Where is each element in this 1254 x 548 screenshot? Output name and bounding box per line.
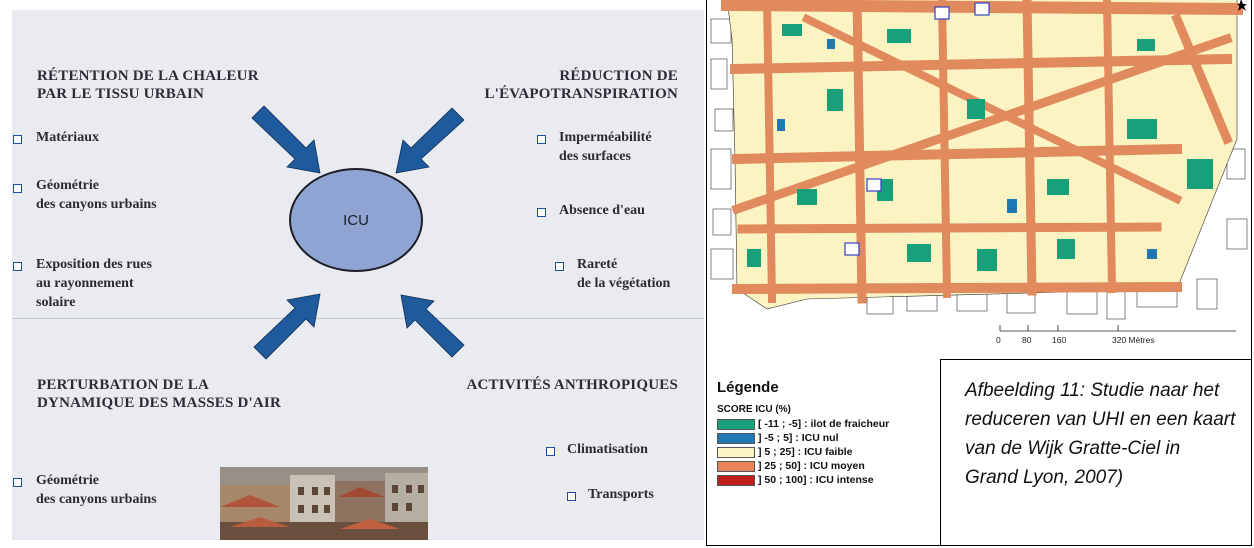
legend-item: ] -5 ; 5] : ICU nul: [717, 431, 889, 445]
arrows-layer: [251, 105, 465, 360]
map-legend: Légende SCORE ICU (%) [ -11 ; -5] : ilot…: [717, 379, 889, 487]
caption-line: reduceren van UHI en een kaart: [965, 409, 1236, 430]
item-line: Géométrie: [36, 473, 99, 488]
icu-map-panel: 0 80 160 320 Mètres Légende SCORE ICU (%…: [704, 0, 1254, 548]
legend-item: ] 5 ; 25] : ICU faible: [717, 445, 889, 459]
item-rarete: Rareté de la végétation: [577, 255, 670, 293]
legend-swatch: [717, 474, 755, 486]
item-materiaux: Matériaux: [36, 128, 99, 147]
scale-tick: 320 Mètres: [1112, 335, 1155, 345]
header-air-masses: PERTURBATION DE LA DYNAMIQUE DES MASSES …: [37, 376, 281, 412]
item-line: des canyons urbains: [36, 197, 157, 212]
map-frame: 0 80 160 320 Mètres Légende SCORE ICU (%…: [706, 0, 1252, 546]
caption-line: Afbeelding 11: Studie naar het: [965, 380, 1220, 401]
item-line: au rayonnement: [36, 276, 134, 291]
checkbox-icon: [13, 184, 22, 193]
scale-tick: 80: [1022, 335, 1032, 345]
item-line: Transports: [588, 487, 654, 502]
checkbox-icon: [13, 135, 22, 144]
legend-subtitle: SCORE ICU (%): [717, 404, 791, 415]
item-line: des canyons urbains: [36, 492, 157, 507]
header-heat-retention: RÉTENTION DE LA CHALEUR PAR LE TISSU URB…: [37, 67, 259, 103]
section-divider: [12, 318, 704, 319]
item-transports: Transports: [588, 485, 654, 504]
item-absence-eau: Absence d'eau: [559, 201, 645, 220]
item-line: Géométrie: [36, 178, 99, 193]
item-impermeabilite: Imperméabilité des surfaces: [559, 128, 652, 166]
figure-caption-box: Afbeelding 11: Studie naar het reduceren…: [940, 359, 1251, 545]
scale-tick: 0: [996, 335, 1001, 345]
header-line: RÉTENTION DE LA CHALEUR: [37, 68, 259, 84]
icu-circle: ICU: [289, 168, 423, 272]
arrow-top-left-icon: [251, 105, 321, 174]
item-exposition: Exposition des rues au rayonnement solai…: [36, 255, 152, 312]
item-line: Absence d'eau: [559, 203, 645, 218]
header-anthropic: ACTIVITÉS ANTHROPIQUES: [466, 376, 678, 394]
north-star-icon: [1237, 0, 1247, 11]
legend-label: ] -5 ; 5] : ICU nul: [758, 432, 839, 444]
legend-item: ] 25 ; 50] : ICU moyen: [717, 459, 889, 473]
legend-swatch: [717, 446, 755, 458]
icu-causes-diagram: ICU RÉTENTION DE LA CHALEUR PAR LE TISSU…: [12, 10, 704, 540]
checkbox-icon: [546, 447, 555, 456]
checkbox-icon: [13, 478, 22, 487]
item-line: Climatisation: [567, 442, 648, 457]
item-line: solaire: [36, 295, 76, 310]
item-line: de la végétation: [577, 276, 671, 291]
legend-label: ] 25 ; 50] : ICU moyen: [758, 460, 865, 472]
header-line: RÉDUCTION DE: [559, 68, 678, 84]
item-line: des surfaces: [559, 149, 631, 164]
legend-item: ] 50 ; 100] : ICU intense: [717, 473, 889, 487]
legend-title: Légende: [717, 379, 779, 396]
checkbox-icon: [537, 208, 546, 217]
checkbox-icon: [555, 262, 564, 271]
legend-swatch: [717, 460, 755, 472]
checkbox-icon: [537, 135, 546, 144]
header-line: PERTURBATION DE LA: [37, 377, 209, 393]
checkbox-icon: [567, 492, 576, 501]
item-line: Imperméabilité: [559, 130, 652, 145]
item-line: Rareté: [577, 257, 618, 272]
legend-item: [ -11 ; -5] : ilot de fraicheur: [717, 417, 889, 431]
header-line: PAR LE TISSU URBAIN: [37, 86, 205, 102]
caption-line: van de Wijk Gratte-Ciel in: [965, 438, 1181, 459]
legend-swatch: [717, 418, 755, 430]
item-climatisation: Climatisation: [567, 440, 648, 459]
header-line: ACTIVITÉS ANTHROPIQUES: [466, 377, 678, 393]
header-line: DYNAMIQUE DES MASSES D'AIR: [37, 395, 281, 411]
caption-line: Grand Lyon, 2007): [965, 467, 1124, 488]
item-geometrie-bottom: Géométrie des canyons urbains: [36, 471, 157, 509]
scale-bar: 0 80 160 320 Mètres: [990, 317, 1250, 353]
item-geometrie: Géométrie des canyons urbains: [36, 176, 157, 214]
city-photo: [220, 467, 428, 540]
figure-caption: Afbeelding 11: Studie naar het reduceren…: [965, 376, 1251, 492]
map-canvas: [710, 0, 1248, 320]
legend-label: [ -11 ; -5] : ilot de fraicheur: [758, 418, 890, 430]
arrow-top-right-icon: [395, 107, 465, 174]
item-line: Matériaux: [36, 130, 99, 145]
header-line: L'ÉVAPOTRANSPIRATION: [484, 86, 678, 102]
checkbox-icon: [13, 262, 22, 271]
legend-label: ] 5 ; 25] : ICU faible: [758, 446, 853, 458]
arrow-bottom-left-icon: [253, 293, 321, 360]
arrow-bottom-right-icon: [400, 294, 465, 358]
legend-swatch: [717, 432, 755, 444]
header-evapotranspiration: RÉDUCTION DE L'ÉVAPOTRANSPIRATION: [485, 67, 678, 103]
legend-label: ] 50 ; 100] : ICU intense: [758, 474, 874, 486]
icu-label: ICU: [343, 211, 369, 229]
item-line: Exposition des rues: [36, 257, 152, 272]
scale-tick: 160: [1052, 335, 1067, 345]
